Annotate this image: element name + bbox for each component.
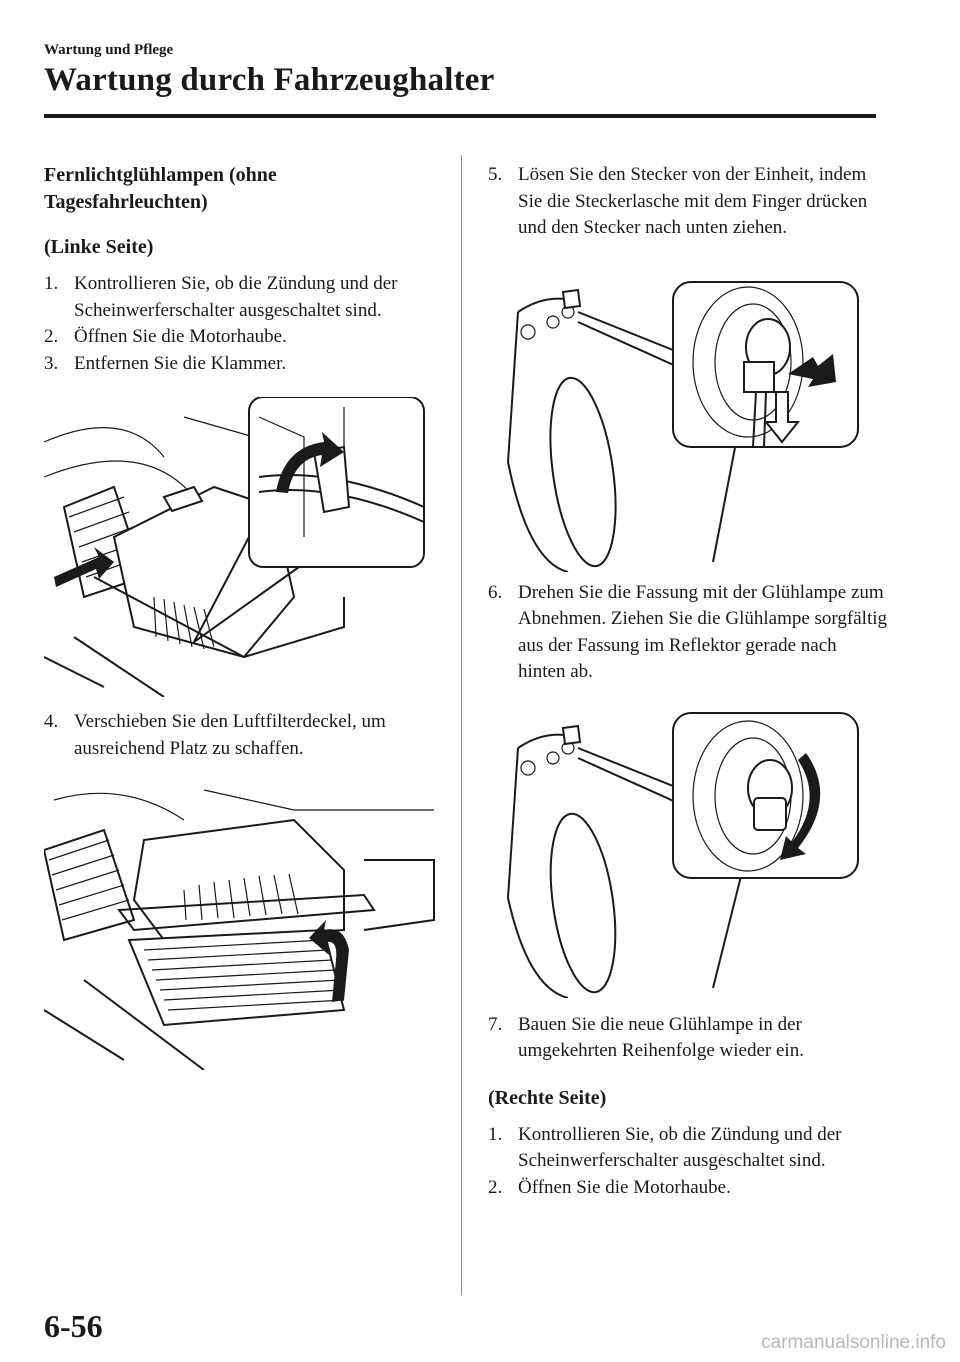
section-label: Wartung und Pflege — [44, 42, 174, 58]
air-filter-cover-illustration — [44, 789, 435, 1070]
header-rule — [44, 114, 876, 118]
left-side-subheading: (Linke Seite) — [44, 236, 154, 258]
right-column: 5.Lösen Sie den Stecker von der Einheit,… — [488, 162, 888, 1201]
step-item: 5.Lösen Sie den Stecker von der Einheit,… — [488, 164, 868, 238]
connector-release-illustration — [506, 280, 859, 572]
procedure-heading: Fernlichtglühlampen (ohne Tagesfahrleuch… — [44, 164, 277, 213]
column-divider — [461, 155, 462, 1295]
step-item: 1.Kontrollieren Sie, ob die Zündung und … — [44, 273, 398, 321]
step-item: 6.Drehen Sie die Fassung mit der Glühlam… — [488, 581, 888, 683]
step-item: 2.Öffnen Sie die Motorhaube. — [44, 326, 287, 347]
step-item: 4.Verschieben Sie den Luftfilterdeckel, … — [44, 711, 386, 759]
bulb-socket-rotate-illustration — [506, 711, 859, 998]
step-item: 7.Bauen Sie die neue Glühlampe in der um… — [488, 1013, 804, 1062]
right-side-subheading: (Rechte Seite) — [488, 1086, 607, 1109]
watermark: carmanualsonline.info — [761, 1332, 946, 1353]
step-item: 3.Entfernen Sie die Klammer. — [44, 352, 287, 374]
step-item: 2.Öffnen Sie die Motorhaube. — [488, 1176, 731, 1198]
step-item: 1.Kontrollieren Sie, ob die Zündung und … — [488, 1123, 842, 1172]
left-column: Fernlichtglühlampen (ohne Tagesfahrleuch… — [44, 162, 444, 1070]
page-number: 6-56 — [44, 1308, 103, 1344]
chapter-title: Wartung durch Fahrzeughalter — [44, 62, 495, 98]
clamp-removal-illustration — [44, 397, 425, 697]
